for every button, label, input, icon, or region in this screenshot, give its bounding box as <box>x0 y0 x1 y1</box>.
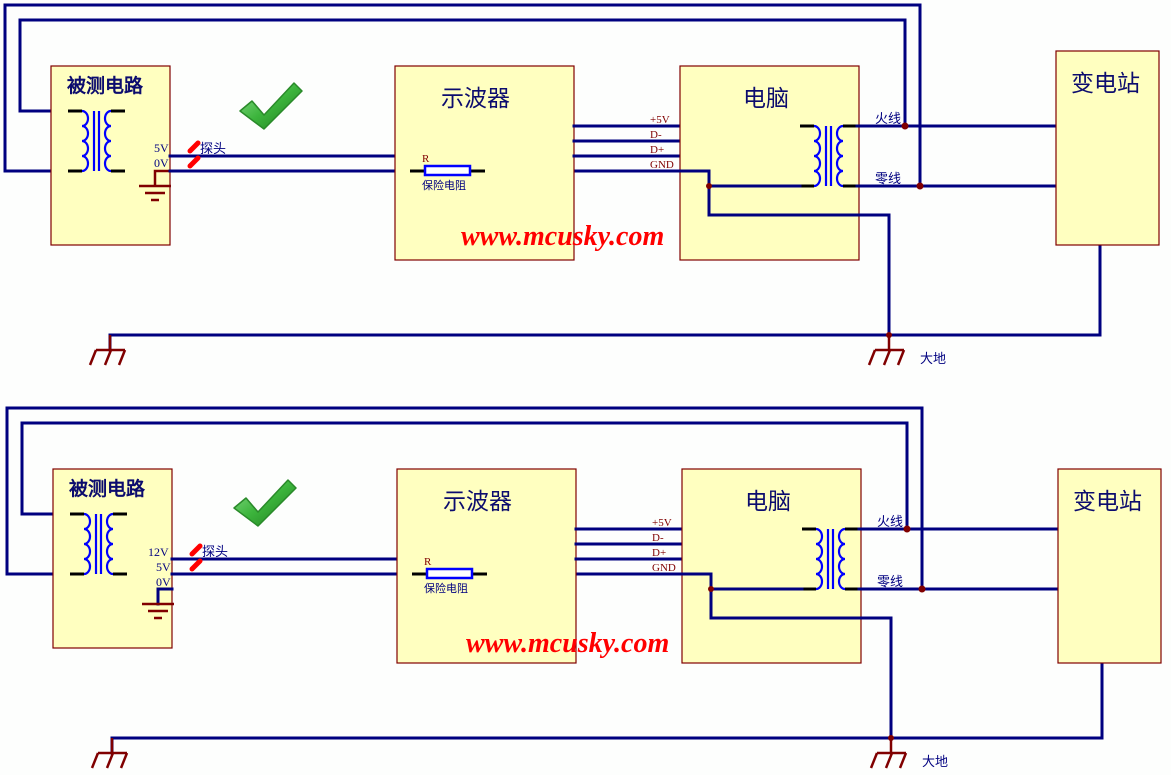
earth-ground-icon-right <box>869 736 908 770</box>
probe-label: 探头 <box>202 545 228 560</box>
pin-label-0v: 0V <box>156 575 171 589</box>
probe-clip-icon <box>187 155 201 169</box>
computer-title: 电脑 <box>745 489 791 515</box>
neutral-wire <box>108 184 1102 352</box>
usb-pin-5v: +5V <box>650 114 670 126</box>
circuit-under-test: 被测电路 12V 5V 0V <box>52 468 176 649</box>
usb-pin-dplus: D+ <box>650 144 664 156</box>
neutral-wire <box>110 587 1104 755</box>
oscilloscope-title: 示波器 <box>443 489 512 515</box>
circuit-under-test-title: 被测电路 <box>67 74 144 97</box>
usb-pin-5v: +5V <box>652 517 672 529</box>
earth-ground-icon-right <box>867 333 906 367</box>
fuse-resistor-icon <box>423 164 472 177</box>
resistor-designator: R <box>424 556 432 568</box>
probe-clip-icon <box>189 558 203 572</box>
usb-pin-gnd: GND <box>650 159 674 171</box>
diagram-bottom: 被测电路 12V 5V 0V 探头 示波器 R 保险电阻 +5V D- D+ <box>5 406 1162 770</box>
neutral-return-wire <box>3 3 922 188</box>
resistor-label: 保险电阻 <box>424 581 468 595</box>
substation: 变电站 <box>1057 468 1162 664</box>
probe-tip-icon <box>187 140 201 154</box>
check-mark-icon <box>239 82 303 130</box>
diagram-top: 被测电路 5V 0V 探头 示波器 R 保险电阻 +5V D- <box>3 3 1160 367</box>
earth-label: 大地 <box>922 755 948 770</box>
oscilloscope: 示波器 R 保险电阻 <box>396 468 577 664</box>
circuit-under-test-title: 被测电路 <box>69 477 146 500</box>
pin-label-12v: 12V <box>148 545 169 559</box>
neutral-wire-label: 零线 <box>877 575 903 590</box>
pin-label-5v: 5V <box>154 141 169 155</box>
resistor-designator: R <box>422 153 430 165</box>
live-wire-label: 火线 <box>875 112 901 127</box>
circuit-under-test: 被测电路 5V 0V <box>50 65 173 246</box>
live-return-wire <box>20 421 909 531</box>
usb-pin-dplus: D+ <box>652 547 666 559</box>
neutral-wire-label: 零线 <box>875 172 901 187</box>
neutral-return-wire <box>5 406 924 591</box>
usb-pin-dminus: D- <box>652 532 664 544</box>
substation-title: 变电站 <box>1073 489 1142 515</box>
resistor-label: 保险电阻 <box>422 178 466 192</box>
fuse-resistor-icon <box>425 567 474 580</box>
oscilloscope: 示波器 R 保险电阻 <box>394 65 575 261</box>
substation-title: 变电站 <box>1071 71 1140 97</box>
probe-tip-icon <box>189 543 203 557</box>
usb-pin-gnd: GND <box>652 562 676 574</box>
computer: 电脑 <box>681 468 862 664</box>
pin-label-5v: 5V <box>156 560 171 574</box>
check-mark-icon <box>233 479 297 527</box>
live-return-wire <box>18 18 907 128</box>
earth-label: 大地 <box>920 352 946 367</box>
earth-ground-icon-left <box>88 333 127 367</box>
oscilloscope-title: 示波器 <box>441 86 510 112</box>
probe-label: 探头 <box>200 142 226 157</box>
usb-pin-dminus: D- <box>650 129 662 141</box>
computer: 电脑 <box>679 65 860 261</box>
pin-label-0v: 0V <box>154 156 169 170</box>
computer-title: 电脑 <box>743 86 789 112</box>
live-wire-label: 火线 <box>877 515 903 530</box>
watermark: www.mcusky.com <box>466 628 669 659</box>
earth-ground-icon-left <box>90 736 129 770</box>
watermark: www.mcusky.com <box>461 221 664 252</box>
substation: 变电站 <box>1055 50 1160 246</box>
